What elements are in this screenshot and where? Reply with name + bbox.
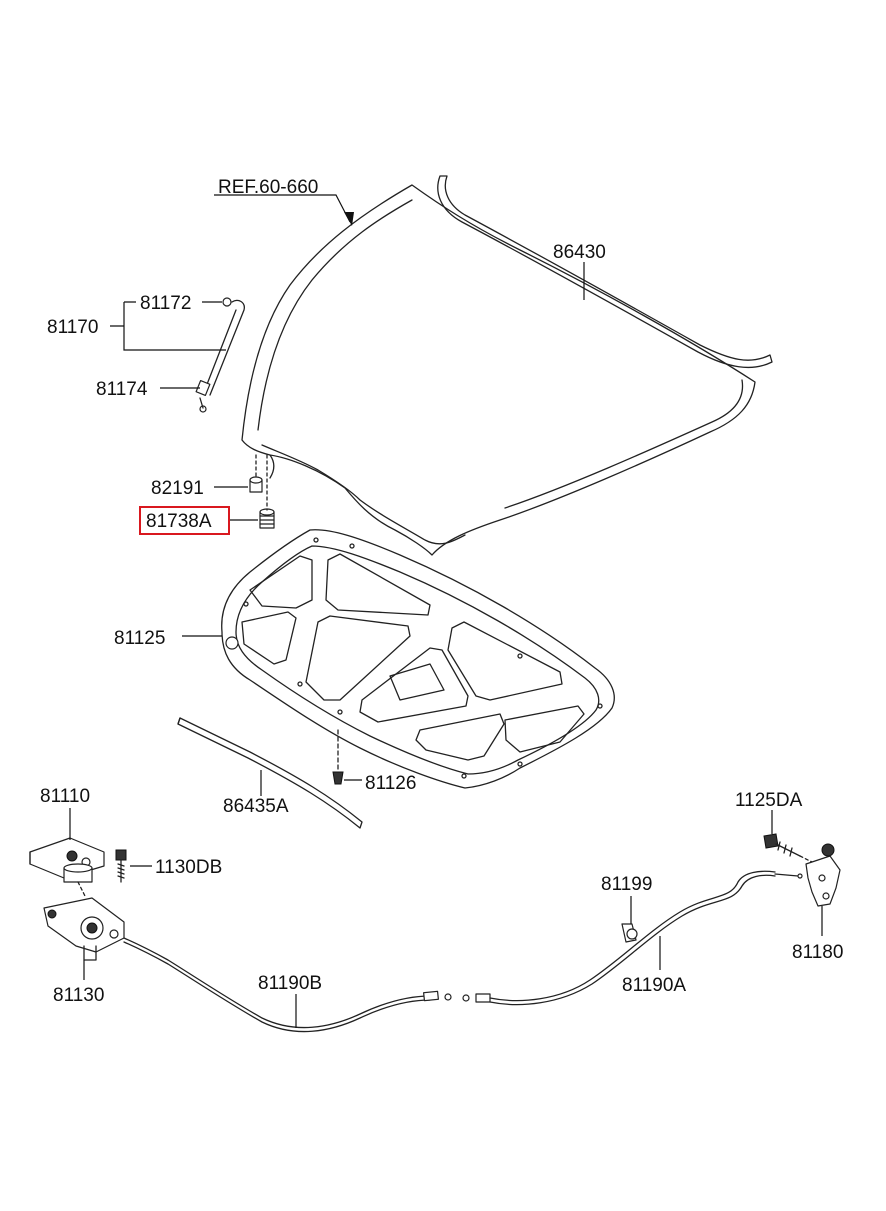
hood-stay-81170[interactable] <box>195 297 245 413</box>
label-1130DB[interactable]: 1130DB <box>155 857 222 878</box>
label-81126[interactable]: 81126 <box>365 773 416 794</box>
label-81130[interactable]: 81130 <box>53 985 104 1006</box>
label-86435A[interactable]: 86435A <box>223 796 289 817</box>
leader-lines <box>69 194 823 1028</box>
label-81110[interactable]: 81110 <box>40 786 90 807</box>
label-82191[interactable]: 82191 <box>151 478 204 499</box>
hood-seal-86430[interactable] <box>437 175 773 369</box>
release-cable-81190A[interactable] <box>462 870 803 1006</box>
hood-bumper-82191[interactable] <box>249 476 263 493</box>
highlight-box <box>139 506 230 535</box>
label-81199[interactable]: 81199 <box>601 874 652 895</box>
label-81190A[interactable]: 81190A <box>622 975 686 996</box>
hood-insulator-81125[interactable] <box>221 529 615 789</box>
label-81738A[interactable]: 81738A <box>146 511 212 532</box>
release-handle-81180[interactable] <box>805 843 841 907</box>
latch-bolt-1130DB[interactable] <box>115 849 127 883</box>
label-81180[interactable]: 81180 <box>792 942 843 963</box>
ref-arrow-icon <box>344 212 354 226</box>
weatherstrip-86435A[interactable] <box>177 717 363 829</box>
release-cable-81190B[interactable] <box>123 937 452 1033</box>
release-bolt-1125DA[interactable] <box>763 833 813 863</box>
label-1125DA[interactable]: 1125DA <box>735 790 803 811</box>
label-81174[interactable]: 81174 <box>96 379 148 400</box>
hood-panel[interactable] <box>241 184 756 556</box>
hood-bumper-rubber-81738A[interactable] <box>259 508 275 529</box>
label-81170[interactable]: 81170 <box>47 317 98 338</box>
label-ref[interactable]: REF.60-660 <box>218 177 318 198</box>
cable-clip-81199[interactable] <box>621 923 638 943</box>
latch-assy-81130[interactable] <box>43 881 125 961</box>
insulator-clip-81126[interactable] <box>332 729 344 785</box>
latch-upper-81110[interactable] <box>29 837 105 883</box>
label-81172[interactable]: 81172 <box>140 293 191 314</box>
label-81190B[interactable]: 81190B <box>258 973 322 994</box>
label-86430[interactable]: 86430 <box>553 242 606 263</box>
label-81125[interactable]: 81125 <box>114 628 165 649</box>
